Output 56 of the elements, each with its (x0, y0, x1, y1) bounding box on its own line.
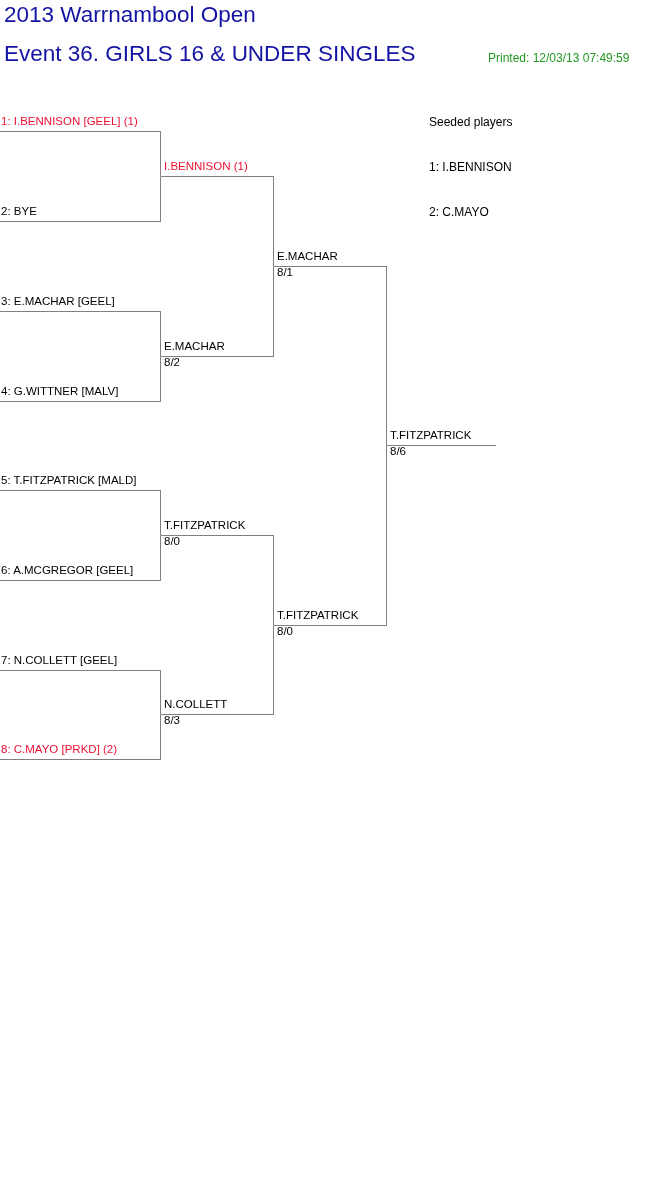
player-name: N.COLLETT (164, 698, 228, 711)
player-name: I.BENNISON (1) (164, 160, 248, 173)
bracket-slot (161, 520, 274, 536)
match-score: 8/2 (164, 356, 180, 369)
player-name: T.FITZPATRICK (390, 429, 472, 442)
legend-heading: Seeded players (429, 115, 513, 129)
player-name: 4: G.WITTNER [MALV] (1, 385, 119, 398)
bracket-line (160, 176, 161, 222)
bracket-slot (0, 296, 161, 312)
player-name: 3: E.MACHAR [GEEL] (1, 295, 115, 308)
match-score: 8/0 (164, 535, 180, 548)
player-name: T.FITZPATRICK (164, 519, 246, 532)
match-score: 8/6 (390, 445, 406, 458)
bracket-line (160, 535, 161, 581)
bracket-slot (0, 206, 161, 222)
bracket-line (160, 311, 161, 357)
player-name: 8: C.MAYO [PRKD] (2) (1, 743, 118, 756)
bracket-slot (0, 744, 161, 760)
seed-entry: 2: C.MAYO (429, 205, 489, 219)
bracket-slot (387, 430, 496, 446)
bracket-line (273, 625, 274, 715)
seed-entry: 1: I.BENNISON (429, 160, 512, 174)
bracket-slot (0, 655, 161, 671)
bracket-slot (161, 341, 274, 357)
bracket-slot (0, 386, 161, 402)
bracket-line (160, 490, 161, 536)
bracket-slot (161, 161, 274, 177)
bracket-slot (274, 610, 387, 626)
bracket-line (273, 535, 274, 626)
player-name: 5: T.FITZPATRICK [MALD] (1, 474, 137, 487)
bracket-line (386, 266, 387, 446)
bracket-slot (0, 475, 161, 491)
bracket-slot (274, 251, 387, 267)
bracket-slot (0, 116, 161, 132)
bracket-line (386, 445, 387, 626)
bracket-line (160, 714, 161, 760)
player-name: E.MACHAR (164, 340, 225, 353)
bracket-line (160, 670, 161, 715)
player-name: 6: A.MCGREGOR [GEEL] (1, 564, 134, 577)
page-title: 2013 Warrnambool Open (4, 2, 256, 28)
match-score: 8/0 (277, 625, 293, 638)
bracket-line (273, 266, 274, 357)
player-name: E.MACHAR (277, 250, 338, 263)
player-name: T.FITZPATRICK (277, 609, 359, 622)
match-score: 8/1 (277, 266, 293, 279)
bracket-line (160, 356, 161, 402)
bracket-line (273, 176, 274, 267)
player-name: 2: BYE (1, 205, 37, 218)
event-heading: Event 36. GIRLS 16 & UNDER SINGLES (4, 41, 416, 67)
print-timestamp: Printed: 12/03/13 07:49:59 (488, 51, 630, 65)
bracket-line (160, 131, 161, 177)
match-score: 8/3 (164, 714, 180, 727)
player-name: 1: I.BENNISON [GEEL] (1) (1, 115, 138, 128)
bracket-slot (161, 699, 274, 715)
player-name: 7: N.COLLETT [GEEL] (1, 654, 118, 667)
bracket-slot (0, 565, 161, 581)
